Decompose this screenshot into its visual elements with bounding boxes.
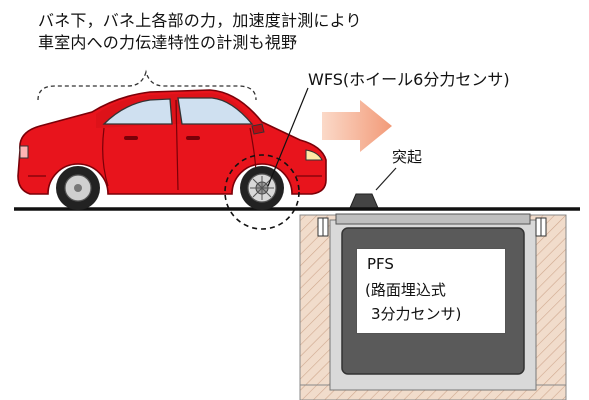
bolt-left <box>317 217 329 237</box>
caption-line-1: バネ下，バネ上各部の力，加速度計測により <box>38 11 362 30</box>
car-mirror <box>251 123 265 135</box>
wfs-label: WFS(ホイール6分力センサ) <box>308 70 510 89</box>
car-taillight <box>19 145 29 159</box>
road-bump <box>349 193 379 209</box>
car-body <box>17 89 327 195</box>
pfs-label-line-3: 3分力センサ) <box>371 305 462 323</box>
car <box>17 89 327 210</box>
caption-brace <box>37 69 257 101</box>
car-wheel-rear <box>56 166 100 210</box>
pfs-label-line-1: PFS <box>367 255 394 273</box>
direction-arrow <box>322 100 392 152</box>
wfs-pointer <box>267 87 309 187</box>
car-window-rear <box>102 98 173 125</box>
bump-label: 突起 <box>392 148 423 166</box>
sensor-top-plate <box>335 213 531 225</box>
car-handle-front <box>186 136 200 140</box>
car-wheel-front <box>240 166 284 210</box>
pfs-label-line-2: (路面埋込式 <box>365 281 446 299</box>
car-headlight <box>305 149 323 161</box>
car-window-front <box>177 97 254 125</box>
wfs-highlight-circle <box>224 154 300 230</box>
caption-line-2: 車室内への力伝達特性の計測も視野 <box>38 33 298 52</box>
car-handle-rear <box>124 136 138 140</box>
pfs-label-box: PFS (路面埋込式 3分力センサ) <box>356 248 506 334</box>
bolt-right <box>535 217 547 237</box>
bump-pointer <box>375 167 397 191</box>
